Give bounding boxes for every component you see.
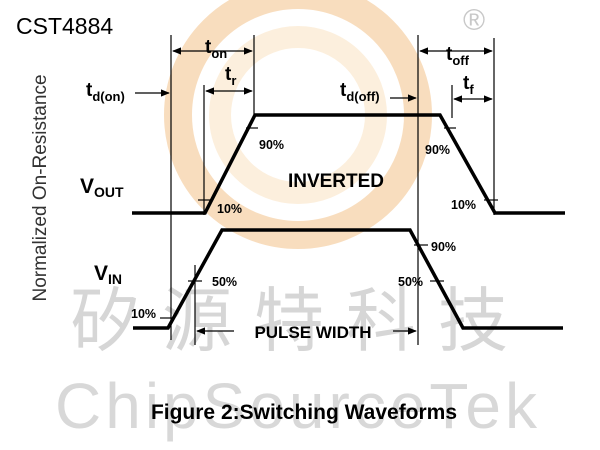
timing-arrows [135,47,493,335]
vout-label: VOUT [80,175,124,200]
part-number: CST4884 [16,13,113,39]
trademark-symbol: ® [463,4,485,37]
t-off-label: toff [446,44,470,68]
figure-caption: Figure 2:Switching Waveforms [151,401,457,424]
vout-fall-10-label: 10% [451,198,476,212]
vout-waveform [132,113,565,215]
vout-rise-10-label: 10% [217,202,242,216]
watermark-logo [164,0,432,249]
vin-fall-90-label: 90% [431,240,456,254]
watermark-chinese: 矽源特科技 [70,282,530,360]
t-f-label: tf [463,73,474,97]
pulse-width-label: PULSE WIDTH [254,323,371,342]
vin-label: VIN [94,262,122,287]
vin-rise-50-label: 50% [212,275,237,289]
t-on-label: ton [205,37,227,61]
t-r-label: tr [225,64,236,88]
vin-waveform [133,228,563,330]
t-d-on-label: td(on) [86,80,125,104]
inverted-label: INVERTED [288,171,384,192]
vertical-axis-label: Normalized On-Resistance [30,74,51,301]
vin-fall-50-label: 50% [398,275,423,289]
vin-rise-10-label: 10% [131,307,156,321]
vout-fall-90-label: 90% [425,143,450,157]
level-ticks [160,127,498,319]
vout-rise-90-label: 90% [259,138,284,152]
watermark-english: ChipSourceTek [55,370,541,442]
t-d-off-label: td(off) [340,80,380,104]
reference-lines [170,35,495,345]
